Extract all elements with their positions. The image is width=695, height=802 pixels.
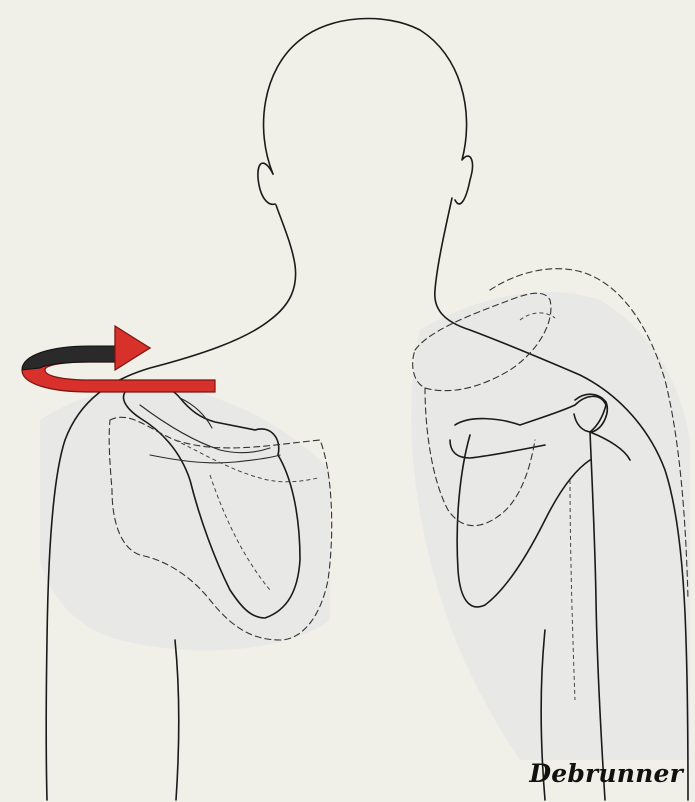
head-outline <box>264 19 473 204</box>
body-shading <box>40 292 690 760</box>
rotation-arrow-icon <box>22 326 215 392</box>
illustrator-signature: Debrunner <box>529 759 683 788</box>
left-arm-inner <box>175 640 179 800</box>
left-ear <box>258 163 275 204</box>
